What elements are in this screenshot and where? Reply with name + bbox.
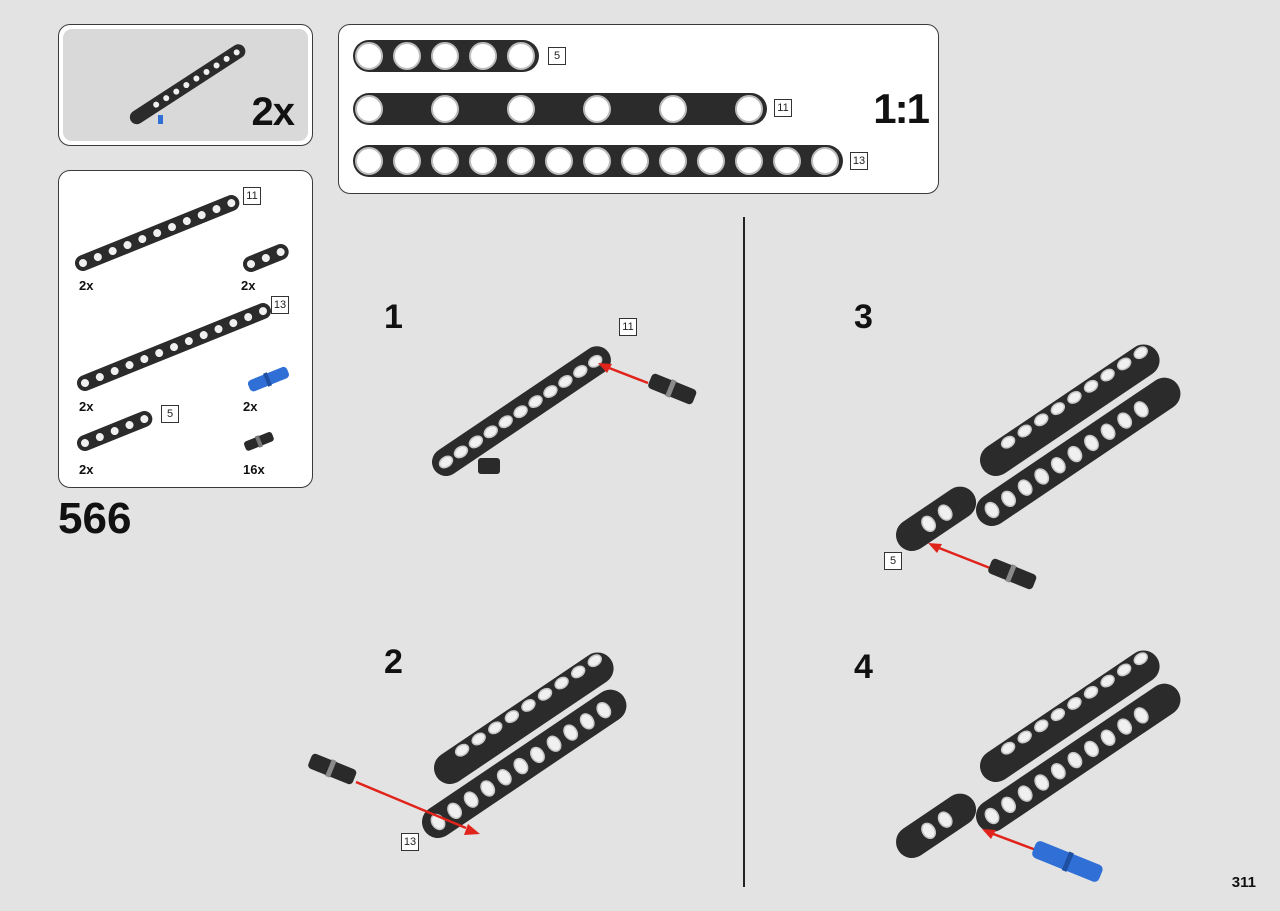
scale-length-11: 11	[774, 99, 792, 117]
substep-4-number: 4	[854, 648, 873, 686]
substep-1-length-label: 11	[619, 318, 637, 336]
part-qty: 2x	[79, 278, 94, 293]
step-number: 566	[58, 494, 132, 543]
substep-3-number: 3	[854, 298, 873, 336]
scale-beam-5	[353, 40, 539, 72]
submodel-multiplier: 2x	[251, 90, 295, 134]
beam-13-part	[77, 303, 272, 391]
parts-images	[75, 195, 289, 451]
black-pin-part	[244, 432, 274, 451]
scale-beams-image	[353, 40, 843, 177]
submodel-callout: 2x	[58, 24, 313, 146]
scale-length-13: 13	[850, 152, 868, 170]
beam-11-part	[75, 195, 240, 271]
scale-beam-11	[353, 93, 767, 125]
scale-label: 1:1	[873, 85, 930, 132]
part-qty: 16x	[243, 462, 265, 477]
part-length-11: 11	[243, 187, 261, 205]
beam-3-part	[243, 244, 289, 272]
part-qty: 2x	[79, 462, 94, 477]
substep-3-length-label: 5	[884, 552, 902, 570]
part-length-5: 5	[161, 405, 179, 423]
page-number: 311	[1231, 874, 1256, 891]
substep-1-number: 1	[384, 298, 403, 336]
parts-list: 11 2x 2x 13 2x 2x 5 2x 16x	[58, 170, 313, 488]
part-qty: 2x	[79, 399, 94, 414]
substep-2-length-label: 13	[401, 833, 419, 851]
part-qty: 2x	[241, 278, 256, 293]
scale-reference: 5 11 13 1:1	[338, 24, 939, 194]
submodel-preview: 2x	[63, 29, 308, 141]
scale-beam-13	[353, 145, 843, 177]
divider-line	[743, 217, 745, 887]
part-qty: 2x	[243, 399, 258, 414]
blue-pin-icon	[1032, 841, 1103, 882]
beam-5-part	[77, 411, 153, 451]
part-length-13: 13	[271, 296, 289, 314]
submodel-image	[129, 44, 246, 125]
scale-length-5: 5	[548, 47, 566, 65]
substep-2-number: 2	[384, 643, 403, 681]
blue-pin-part	[247, 366, 289, 392]
